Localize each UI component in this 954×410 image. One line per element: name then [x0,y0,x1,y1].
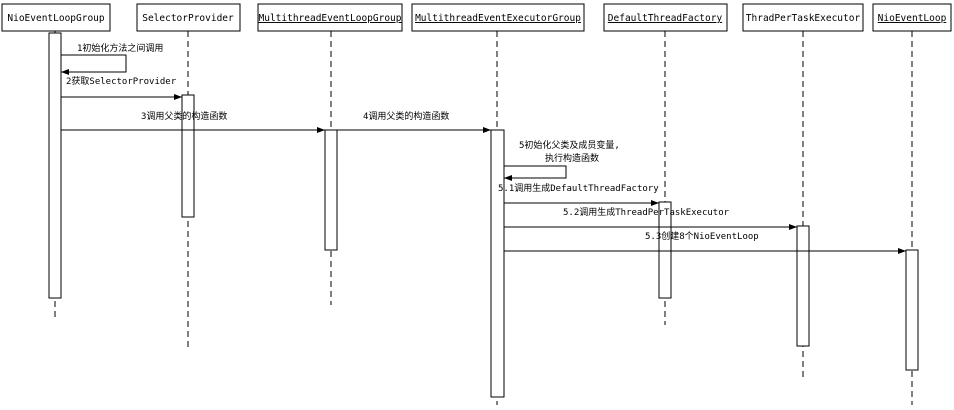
message-1-self-call: 1初始化方法之间调用 [61,42,163,75]
message-2: 2获取SelectorProvider [61,76,182,100]
activation-nioeventloopgroup [48,32,62,299]
message-label: 5.3创建8个NioEventLoop [645,230,759,242]
participant-defaultthreadfactory: DefaultThreadFactory [603,3,728,32]
activation-thradpertaskexecutor [796,225,810,347]
participant-label: NioEventLoop [878,13,947,24]
message-label: 3调用父类的构造函数 [141,110,227,122]
activation-multithreadeventexecutorgroup [490,129,505,398]
message-label: 4调用父类的构造函数 [363,110,449,122]
message-5-2: 5.2调用生成ThreadPerTaskExecutor [504,206,797,230]
message-5-1: 5.1调用生成DefaultThreadFactory [498,182,659,206]
message-label: 5.1调用生成DefaultThreadFactory [498,182,659,194]
message-label-line-2: 执行构造函数 [545,152,599,164]
participant-label: MultithreadEventExecutorGroup [415,13,581,24]
participant-nioeventloop: NioEventLoop [872,3,952,32]
participant-label: MultithreadEventLoopGroup [259,13,402,24]
participant-label: ThradPerTaskExecutor [746,13,861,24]
participant-label: NioEventLoopGroup [7,13,105,24]
message-3: 3调用父类的构造函数 [61,110,325,133]
activation-selectorprovider [181,94,195,218]
participant-label: SelectorProvider [142,13,234,24]
message-5-self-call: 5初始化父类及成员变量, 执行构造函数 [504,139,620,181]
message-label: 1初始化方法之间调用 [77,42,163,54]
participant-multithreadeventexecutorgroup: MultithreadEventExecutorGroup [411,3,585,32]
participant-multithreadeventloopgroup: MultithreadEventLoopGroup [257,3,403,32]
participant-selectorprovider: SelectorProvider [136,3,241,32]
activation-defaultthreadfactory [658,201,672,299]
participant-thradpertaskexecutor: ThradPerTaskExecutor [742,3,864,32]
activation-multithreadeventloopgroup [324,129,338,251]
message-label-line-1: 5初始化父类及成员变量, [519,139,620,151]
message-label: 2获取SelectorProvider [66,76,177,87]
message-label: 5.2调用生成ThreadPerTaskExecutor [563,206,730,218]
message-5-3: 5.3创建8个NioEventLoop [504,230,906,254]
participant-nioeventloopgroup: NioEventLoopGroup [1,3,111,32]
participant-label: DefaultThreadFactory [608,13,723,24]
message-4: 4调用父类的构造函数 [337,110,491,133]
activation-nioeventloop [905,249,919,371]
